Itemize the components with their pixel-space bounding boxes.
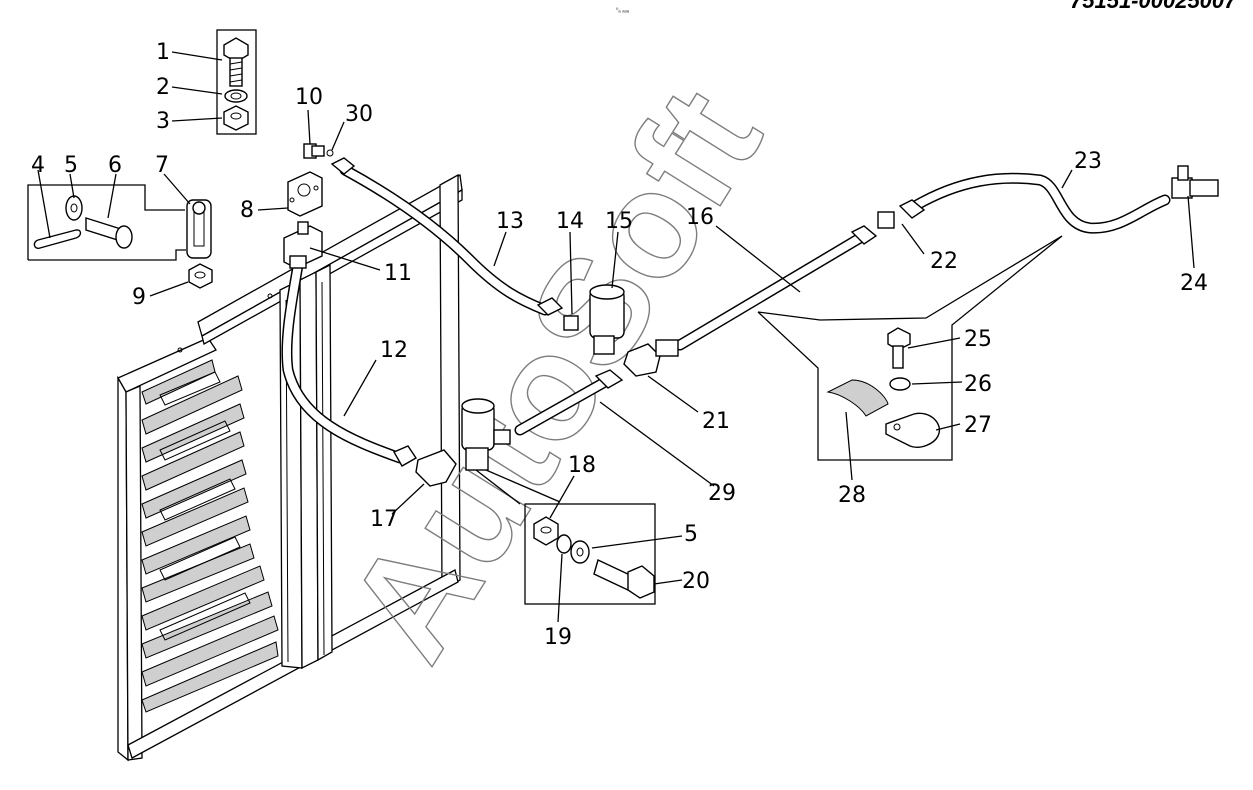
callout-box-25-28 — [757, 235, 1063, 461]
callout-25: 25 — [964, 327, 992, 352]
callout-17: 17 — [370, 507, 398, 532]
callout-5a: 5 — [64, 153, 78, 178]
valve-part-17-group — [461, 398, 511, 471]
hose-end-fitting-29 — [594, 369, 624, 389]
nut-part-9 — [188, 263, 213, 289]
tee-fitting-part-21 — [623, 339, 679, 377]
hose-end-fitting-16 — [850, 225, 878, 245]
callout-5b: 5 — [684, 522, 698, 547]
leader-lines — [37, 51, 1195, 623]
callout-10: 10 — [295, 85, 323, 110]
nut-part-18 — [533, 516, 559, 546]
o-ring-part-30 — [326, 149, 334, 157]
nut-part-3 — [223, 105, 249, 131]
clevis-part-7 — [186, 199, 212, 259]
callout-28: 28 — [838, 483, 866, 508]
callout-13: 13 — [496, 209, 524, 234]
watermark: AutoSoft — [314, 60, 793, 687]
callout-22: 22 — [930, 249, 958, 274]
document-code: 75151-00025007 — [1070, 0, 1238, 13]
mounting-bracket-part-8 — [287, 171, 323, 217]
shutter-frame — [117, 173, 463, 762]
washer-part-5-left — [65, 195, 83, 221]
callout-21: 21 — [702, 409, 730, 434]
callout-30: 30 — [345, 102, 373, 127]
clip-part-27 — [885, 412, 941, 448]
callout-29: 29 — [708, 481, 736, 506]
callout-18: 18 — [568, 453, 596, 478]
callout-11: 11 — [384, 261, 412, 286]
rubber-strip-part-28 — [826, 379, 889, 417]
cotter-pin-part-4 — [33, 229, 82, 250]
hoses — [281, 164, 1171, 464]
callout-15: 15 — [605, 209, 633, 234]
callout-box-4-6 — [27, 184, 185, 260]
callout-9: 9 — [132, 285, 146, 310]
callout-4: 4 — [31, 153, 45, 178]
callout-8: 8 — [240, 198, 254, 223]
svg-text:AutoSoft: AutoSoft — [315, 61, 793, 687]
union-fitting-part-22 — [877, 199, 926, 229]
washer-part-26 — [889, 377, 911, 391]
hose-end-fitting-13 — [330, 157, 356, 175]
louver-blades — [141, 359, 279, 713]
top-mark: ⁰ₐ ₐₐₐ — [616, 7, 630, 14]
callout-26: 26 — [964, 372, 992, 397]
elbow-fitting-part-10 — [303, 143, 325, 159]
callout-7: 7 — [155, 153, 169, 178]
washer-part-2 — [224, 89, 248, 103]
pin-part-6 — [85, 217, 133, 249]
hose-end-fitting-14 — [536, 297, 579, 331]
callout-6: 6 — [108, 153, 122, 178]
callout-20: 20 — [682, 569, 710, 594]
bolt-part-25 — [887, 327, 911, 369]
tee-fitting-part-24 — [1171, 165, 1219, 199]
callout-1: 1 — [156, 40, 170, 65]
callout-box-18-20 — [524, 503, 656, 605]
callout-24: 24 — [1180, 271, 1208, 296]
callout-2: 2 — [156, 75, 170, 100]
valve-part-15 — [589, 284, 625, 355]
callout-16: 16 — [686, 205, 714, 230]
callout-12: 12 — [380, 338, 408, 363]
callout-3: 3 — [156, 109, 170, 134]
callout-box-1-3 — [216, 29, 257, 135]
callout-27: 27 — [964, 413, 992, 438]
callout-labels: 1 2 3 4 5 6 7 8 9 10 30 11 12 13 14 15 1… — [31, 40, 1208, 650]
washer-part-5-right — [570, 540, 590, 564]
bolt-part-1 — [223, 37, 249, 87]
valve-block-part-11 — [283, 221, 323, 269]
callout-14: 14 — [556, 209, 584, 234]
lock-washer-part-19 — [556, 534, 572, 554]
bolt-part-20 — [593, 559, 655, 599]
elbow-fitting-part-17 — [393, 445, 457, 487]
callout-19: 19 — [544, 625, 572, 650]
callout-23: 23 — [1074, 149, 1102, 174]
